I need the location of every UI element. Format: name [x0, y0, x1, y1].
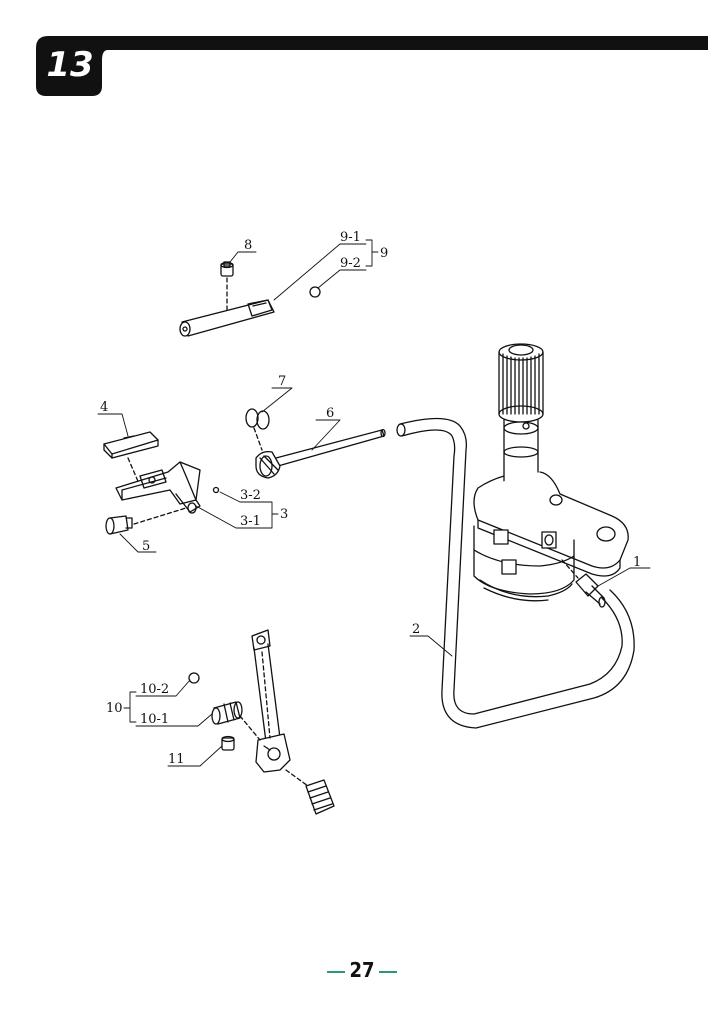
- callout-9-1: 9-1: [340, 230, 361, 245]
- callout-9-2: 9-2: [340, 256, 361, 271]
- part-6-pipe: [255, 428, 386, 479]
- part-7-o-rings: [245, 408, 270, 430]
- leader-lines: [97, 239, 651, 767]
- part-1-fitting: [575, 573, 606, 608]
- lower-crank-link: [251, 629, 291, 773]
- callout-6: 6: [326, 406, 334, 421]
- callout-7: 7: [278, 374, 286, 389]
- part-10-2-ball: [188, 672, 200, 684]
- part-5-screw: [105, 515, 133, 535]
- callout-10: 10: [106, 701, 123, 716]
- part-3-bracket: [115, 461, 220, 514]
- page-number: 27: [0, 958, 724, 982]
- callout-4: 4: [100, 400, 108, 415]
- part-10-1-pin: [211, 701, 243, 725]
- page-number-text: 27: [349, 958, 375, 982]
- callout-8: 8: [244, 238, 252, 253]
- page-number-dash-left: [327, 970, 346, 973]
- section-number: 13: [46, 45, 94, 85]
- part-9-2-ball: [309, 286, 321, 298]
- callout-5: 5: [142, 539, 150, 554]
- callout-1: 1: [633, 555, 641, 570]
- lower-spring-screw: [305, 779, 335, 815]
- callout-3-2: 3-2: [240, 488, 261, 503]
- main-shaft-assembly: [473, 343, 629, 602]
- part-9-shaft: [179, 299, 275, 337]
- callout-3: 3: [280, 507, 288, 522]
- header-bar: [36, 36, 708, 96]
- callout-2: 2: [412, 622, 420, 637]
- part-4-slider: [103, 431, 159, 459]
- callout-10-1: 10-1: [140, 712, 169, 727]
- part-11-set-screw: [221, 735, 235, 751]
- callout-labels: 1 2 3 3-1 3-2 4 5 6 7 8 9 9-1 9-2 10 10-…: [100, 230, 641, 767]
- part-2-hose: [396, 417, 635, 729]
- page-number-dash-right: [378, 970, 397, 973]
- callout-9: 9: [380, 246, 388, 261]
- part-8-set-screw: [220, 261, 234, 277]
- callout-3-1: 3-1: [240, 514, 261, 529]
- callout-10-2: 10-2: [140, 682, 169, 697]
- callout-11: 11: [168, 752, 185, 767]
